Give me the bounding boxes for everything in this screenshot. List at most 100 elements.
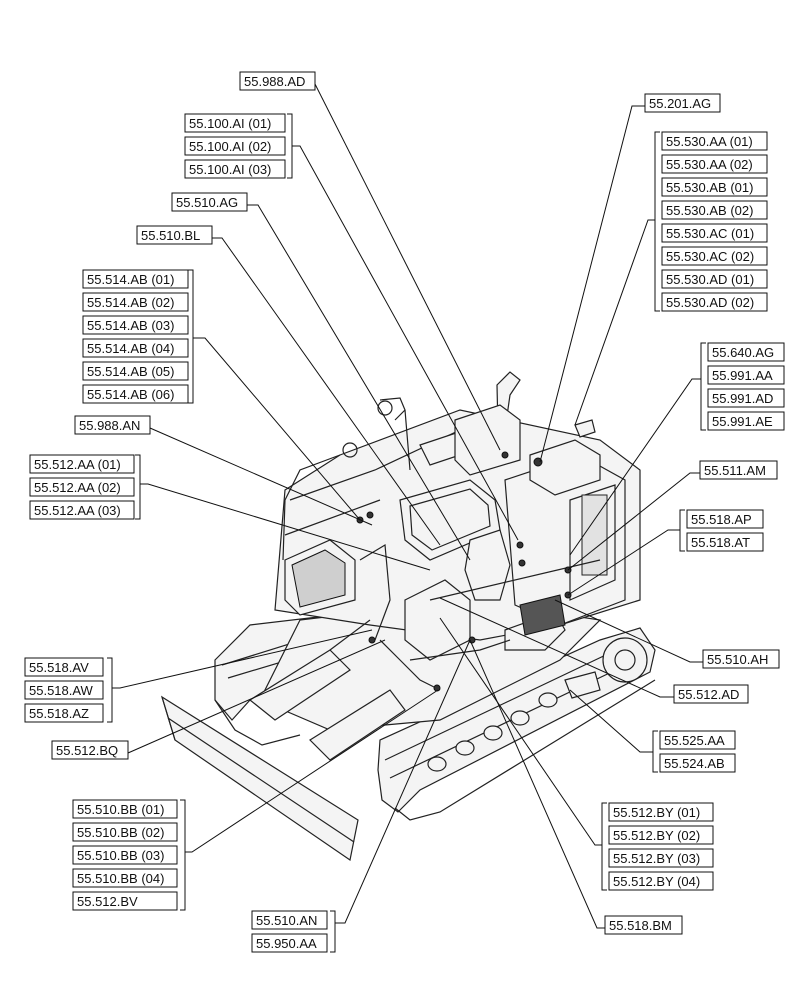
part-reference-label: 55.518.AP [691, 512, 752, 527]
callout-box [184, 159, 286, 179]
part-reference-callout[interactable]: 55.530.AA (02) [661, 154, 768, 174]
part-reference-callout[interactable]: 55.514.AB (06) [82, 384, 189, 404]
part-reference-callout[interactable]: 55.524.AB [659, 753, 736, 773]
part-reference-callout[interactable]: 55.514.AB (04) [82, 338, 189, 358]
part-reference-callout[interactable]: 55.991.AE [707, 411, 785, 431]
part-reference-callout[interactable]: 55.512.AD [673, 684, 749, 704]
part-reference-callout[interactable]: 55.530.AA (01) [661, 131, 768, 151]
part-reference-callout[interactable]: 55.518.BM [604, 915, 683, 935]
part-reference-callout[interactable]: 55.512.AA (01) [29, 454, 135, 474]
part-reference-callout[interactable]: 55.518.AV [24, 657, 104, 677]
part-reference-callout[interactable]: 55.518.AZ [24, 703, 104, 723]
part-reference-callout[interactable]: 55.512.AA (02) [29, 477, 135, 497]
part-reference-callout[interactable]: 55.640.AG [707, 342, 785, 362]
part-reference-label: 55.512.AA (02) [34, 480, 121, 495]
part-reference-callout[interactable]: 55.514.AB (05) [82, 361, 189, 381]
callout-box [24, 657, 104, 677]
part-reference-callout[interactable]: 55.512.BY (02) [608, 825, 714, 845]
part-reference-callout[interactable]: 55.512.AA (03) [29, 500, 135, 520]
part-reference-callout[interactable]: 55.100.AI (01) [184, 113, 286, 133]
part-reference-label: 55.510.BB (01) [77, 802, 164, 817]
part-reference-callout[interactable]: 55.525.AA [659, 730, 736, 750]
part-reference-label: 55.512.BQ [56, 743, 118, 758]
part-reference-callout[interactable]: 55.512.BV [72, 891, 178, 911]
leader-line [539, 105, 645, 463]
part-reference-label: 55.510.AH [707, 652, 768, 667]
callout-box [661, 154, 768, 174]
part-reference-callout[interactable]: 55.510.AN [251, 910, 328, 930]
leader-line [185, 689, 439, 853]
callout-box [644, 93, 721, 113]
part-reference-label: 55.988.AD [244, 74, 305, 89]
part-reference-callout[interactable]: 55.530.AB (01) [661, 177, 768, 197]
callout-box [72, 891, 178, 911]
leader-line [314, 83, 501, 451]
leader-line [439, 617, 602, 846]
group-bracket [700, 342, 706, 431]
part-reference-callout[interactable]: 55.530.AB (02) [661, 200, 768, 220]
part-reference-label: 55.950.AA [256, 936, 317, 951]
part-reference-callout[interactable]: 55.518.AP [686, 509, 764, 529]
part-reference-callout[interactable]: 55.518.AT [686, 532, 764, 552]
part-reference-callout[interactable]: 55.530.AD (01) [661, 269, 768, 289]
part-reference-callout[interactable]: 55.201.AG [644, 93, 721, 113]
excavator-illustration [160, 371, 656, 862]
part-reference-callout[interactable]: 55.510.BB (02) [72, 822, 178, 842]
part-reference-callout[interactable]: 55.991.AD [707, 388, 785, 408]
callout-box [82, 361, 189, 381]
callout-box [184, 113, 286, 133]
part-reference-callout[interactable]: 55.512.BY (01) [608, 802, 714, 822]
part-reference-callout[interactable]: 55.514.AB (02) [82, 292, 189, 312]
callout-box [24, 680, 104, 700]
part-reference-callout[interactable]: 55.514.AB (03) [82, 315, 189, 335]
part-reference-label: 55.514.AB (01) [87, 272, 174, 287]
part-reference-callout[interactable]: 55.510.AH [702, 649, 780, 669]
part-reference-callout[interactable]: 55.510.BB (04) [72, 868, 178, 888]
part-reference-callout[interactable]: 55.511.AM [699, 460, 778, 480]
part-reference-callout[interactable]: 55.510.AG [171, 192, 248, 212]
part-reference-label: 55.518.BM [609, 918, 672, 933]
leader-line [247, 204, 471, 561]
part-reference-label: 55.514.AB (03) [87, 318, 174, 333]
part-reference-label: 55.514.AB (04) [87, 341, 174, 356]
part-reference-callout[interactable]: 55.510.BB (03) [72, 845, 178, 865]
part-reference-callout[interactable]: 55.518.AW [24, 680, 104, 700]
part-reference-callout[interactable]: 55.512.BQ [51, 740, 129, 760]
callout-box [184, 136, 286, 156]
part-reference-callout[interactable]: 55.510.BB (01) [72, 799, 178, 819]
part-reference-callout[interactable]: 55.514.AB (01) [82, 269, 189, 289]
callout-box [673, 684, 749, 704]
leader-line [112, 629, 373, 689]
part-reference-label: 55.518.AV [29, 660, 89, 675]
part-reference-callout[interactable]: 55.510.BL [136, 225, 213, 245]
part-reference-label: 55.530.AC (02) [666, 249, 754, 264]
part-reference-label: 55.510.BL [141, 228, 200, 243]
part-reference-callout[interactable]: 55.991.AA [707, 365, 785, 385]
callout-box [707, 365, 785, 385]
callout-box [686, 532, 764, 552]
part-reference-callout[interactable]: 55.530.AD (02) [661, 292, 768, 312]
leader-line [292, 145, 519, 541]
callout-box [82, 292, 189, 312]
part-reference-callout[interactable]: 55.100.AI (03) [184, 159, 286, 179]
dozer-blade [160, 649, 406, 862]
part-reference-callout[interactable]: 55.100.AI (02) [184, 136, 286, 156]
part-reference-callout[interactable]: 55.512.BY (03) [608, 848, 714, 868]
part-reference-callout[interactable]: 55.530.AC (01) [661, 223, 768, 243]
part-reference-callout[interactable]: 55.512.BY (04) [608, 871, 714, 891]
callout-box [72, 845, 178, 865]
part-reference-label: 55.518.AW [29, 683, 94, 698]
callout-box [661, 177, 768, 197]
part-reference-callout[interactable]: 55.988.AN [74, 415, 151, 435]
part-reference-callout[interactable]: 55.530.AC (02) [661, 246, 768, 266]
part-reference-callout[interactable]: 55.988.AD [239, 71, 316, 91]
part-reference-label: 55.514.AB (06) [87, 387, 174, 402]
leader-line [335, 639, 471, 924]
part-reference-callout[interactable]: 55.950.AA [251, 933, 328, 953]
group-bracket [679, 509, 685, 552]
group-bracket [180, 799, 186, 911]
callout-box [699, 460, 778, 480]
callout-box [707, 411, 785, 431]
group-bracket [188, 269, 194, 404]
leader-line [574, 219, 655, 426]
